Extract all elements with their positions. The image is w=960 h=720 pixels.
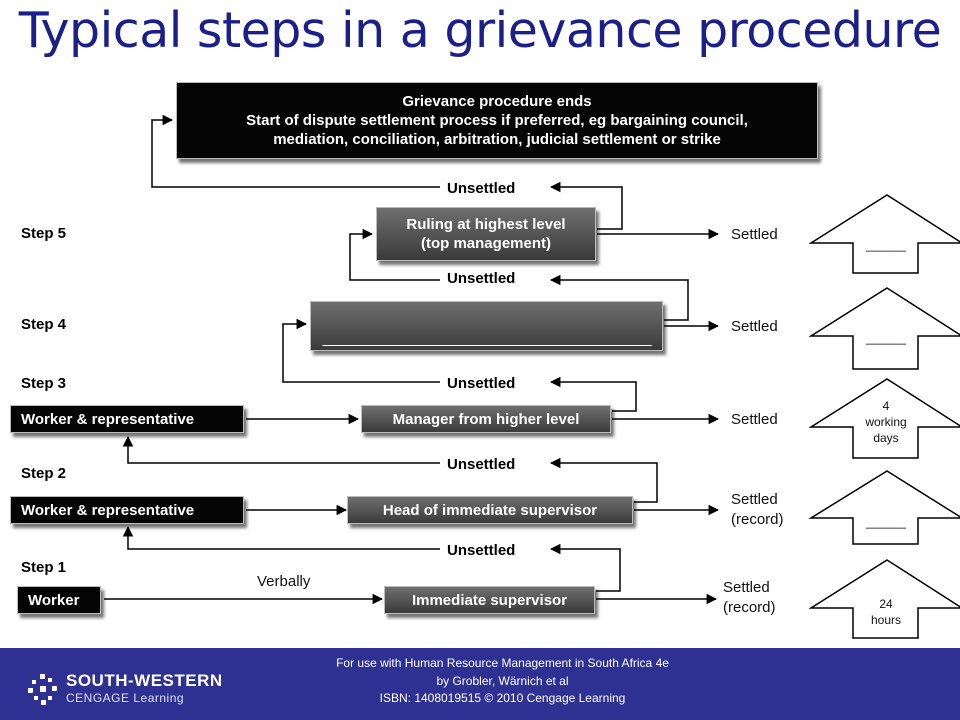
settled-step2-line2: (record) xyxy=(731,511,784,528)
ruling-line1: Ruling at highest level xyxy=(406,216,566,233)
grievance-ends-line2: Start of dispute settlement process if p… xyxy=(246,112,748,129)
arrow-step5-text: ______ xyxy=(865,238,907,252)
settled-step2-line1: Settled xyxy=(731,491,778,508)
arrow-step1-text: 24 hours xyxy=(853,596,919,628)
grievance-ends-line1: Grievance procedure ends xyxy=(402,93,592,110)
arrow-step3-line1: 4 xyxy=(882,399,890,413)
step4-label: Step 4 xyxy=(21,316,67,333)
settled-step3: Settled xyxy=(731,411,778,428)
step3-label: Step 3 xyxy=(21,375,67,392)
settled-step1-line1: Settled xyxy=(723,579,770,596)
settled-step4: Settled xyxy=(731,318,778,335)
settled-step1: Settled (record) xyxy=(723,578,776,618)
brand-south-western: SOUTH-WESTERN xyxy=(66,671,223,690)
verbally-label: Verbally xyxy=(257,573,311,590)
immediate-supervisor-box: Immediate supervisor xyxy=(384,586,595,614)
grievance-ends-line3: mediation, conciliation, arbitration, ju… xyxy=(273,131,721,148)
flow-connectors xyxy=(104,114,960,639)
arrow-step4-text: ______ xyxy=(865,331,907,345)
worker-representative-step3-box: Worker & representative xyxy=(10,405,244,433)
up-arrow-step1 xyxy=(808,559,960,639)
cengage-logo-icon xyxy=(28,674,57,705)
footer-line3: ISBN: 1408019515 © 2010 Cengage Learning xyxy=(379,691,626,705)
ruling-line2: (top management) xyxy=(420,235,551,252)
worker-representative-step2-box: Worker & representative xyxy=(10,496,244,524)
step4-blank-line xyxy=(321,344,652,346)
arrow-step3-line2: working xyxy=(865,415,907,429)
up-arrow-step3 xyxy=(808,378,960,459)
arrow-step1-line2: hours xyxy=(870,613,902,627)
step1-label: Step 1 xyxy=(21,559,67,576)
step5-label: Step 5 xyxy=(21,225,67,242)
worker-box: Worker xyxy=(17,586,101,614)
step4-blank-box xyxy=(310,301,663,351)
grievance-ends-box: Grievance procedure ends Start of disput… xyxy=(176,82,818,159)
page-title: Typical steps in a grievance procedure xyxy=(18,2,942,59)
up-arrow-step2 xyxy=(808,470,960,545)
footer-text: For use with Human Resource Management i… xyxy=(0,655,960,708)
manager-higher-level-box: Manager from higher level xyxy=(361,405,611,433)
arrow-step2-text: ______ xyxy=(865,515,907,529)
settled-step1-line2: (record) xyxy=(723,599,776,616)
ruling-highest-level-box: Ruling at highest level (top management) xyxy=(376,207,596,261)
unsettled-step5: Unsettled xyxy=(447,180,516,197)
arrow-step1-line1: 24 xyxy=(879,597,893,611)
unsettled-step3: Unsettled xyxy=(447,375,516,392)
unsettled-step1: Unsettled xyxy=(447,542,516,559)
arrow-step3-line3: days xyxy=(873,431,899,445)
footer-bar xyxy=(0,648,960,720)
arrow-step3-text: 4 working days xyxy=(853,398,919,446)
footer-line1: For use with Human Resource Management i… xyxy=(336,656,669,670)
footer-line2: by Grobler, Wärnich et al xyxy=(436,673,569,688)
up-arrow-step5 xyxy=(808,194,960,274)
head-immediate-supervisor-box: Head of immediate supervisor xyxy=(347,496,633,524)
unsettled-step4: Unsettled xyxy=(447,270,516,287)
settled-step5: Settled xyxy=(731,226,778,243)
up-arrow-step4 xyxy=(808,287,960,370)
settled-step2: Settled (record) xyxy=(731,490,784,530)
step2-label: Step 2 xyxy=(21,465,67,482)
brand-cengage-learning: CENGAGE Learning xyxy=(66,691,185,705)
unsettled-step2: Unsettled xyxy=(447,456,516,473)
